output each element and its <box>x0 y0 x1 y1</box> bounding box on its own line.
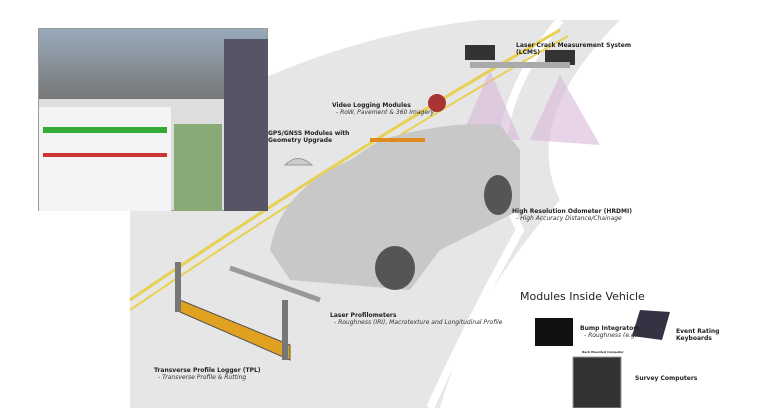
gps-title: GPS/GNSS Modules with <box>268 130 350 137</box>
lcms-label: Laser Crack Measurement System(LCMS) <box>516 42 631 56</box>
tpl-sub: - Transverse Profile & Rutting <box>158 374 247 381</box>
video-title: Video Logging Modules <box>332 102 411 109</box>
odometer-label: High Resolution Odometer (HRDMI)- High A… <box>512 208 632 222</box>
keyboards-title: Event Rating <box>676 328 720 335</box>
profilometers-title: Laser Profilometers <box>330 312 397 319</box>
keyboard-box <box>632 310 670 340</box>
bump-integrator-box <box>535 318 573 346</box>
lcms-title2: (LCMS) <box>516 49 541 56</box>
odometer-sub: - High Accuracy Distance/Chainage <box>516 215 622 222</box>
keyboards-title2: Keyboards <box>676 335 712 342</box>
inside-heading: Modules Inside Vehicle <box>520 290 645 303</box>
tpl-label: Transverse Profile Logger (TPL)- Transve… <box>154 367 261 381</box>
gps-antenna <box>283 158 314 166</box>
bump-title: Bump Integrators <box>580 325 640 332</box>
video-sub: - RoW, Pavement & 360 Imagery <box>336 109 435 116</box>
profilometers-sub: - Roughness (IRI), Macrotexture and Long… <box>334 319 503 326</box>
vehicle <box>270 94 520 290</box>
computer-caption: Rack Mounted Computer <box>582 350 624 354</box>
bump-sub: - Roughness (e.g. IRI) <box>584 332 649 339</box>
road-edge-line <box>426 17 564 408</box>
gps-title2: Geometry Upgrade <box>268 137 333 144</box>
survey-computer-box <box>572 356 622 408</box>
software-screenshot-collage <box>38 28 268 211</box>
video-label: Video Logging Modules- RoW, Pavement & 3… <box>332 102 434 116</box>
profilometers-label: Laser Profilometers- Roughness (IRI), Ma… <box>330 312 502 326</box>
lcms-title: Laser Crack Measurement System <box>516 42 632 49</box>
computers-label: Survey Computers <box>635 375 698 382</box>
tpl-title: Transverse Profile Logger (TPL) <box>154 367 261 374</box>
odometer-title: High Resolution Odometer (HRDMI) <box>512 208 632 215</box>
tpl-beam <box>175 262 321 361</box>
bump-label: Bump Integrators- Roughness (e.g. IRI) <box>580 325 649 339</box>
